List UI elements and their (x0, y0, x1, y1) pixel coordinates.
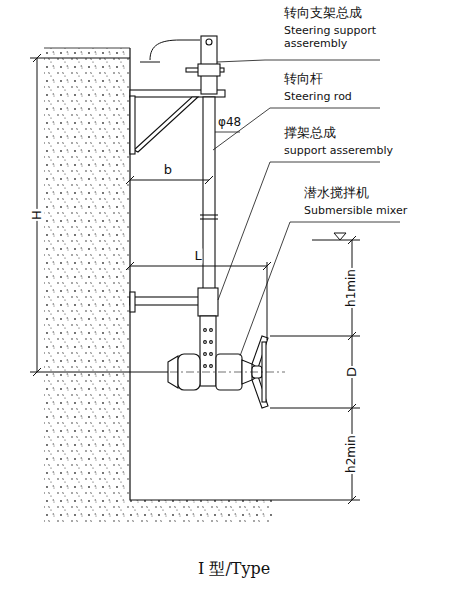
part-label: 转向杆 (284, 72, 323, 87)
depth-dimensions (270, 233, 360, 504)
centre-line (170, 372, 285, 373)
part-label: φ48 (218, 116, 241, 130)
dimension-label: L (193, 249, 202, 264)
dimension-label: D (345, 366, 360, 378)
part-label: 潜水搅拌机 (304, 186, 369, 201)
dimension-label: h2min (345, 434, 359, 474)
cable (140, 40, 200, 62)
dimension-label: H (30, 209, 45, 221)
part-label: 撑架总成 (284, 126, 336, 141)
h-dimension (30, 54, 170, 376)
part-label: Steering rod (284, 91, 352, 104)
part-label: Submersible mixer (304, 205, 407, 218)
b-l-dimensions (126, 176, 271, 340)
concrete-wall (44, 48, 272, 522)
dimension-label: h1min (345, 268, 359, 308)
dimension-label: b (163, 163, 173, 178)
part-label: support asserembly (284, 145, 393, 158)
part-label: Steering support asserembly (284, 25, 394, 50)
figure-caption: I 型/Type (198, 560, 270, 578)
part-label: 转向支架总成 (284, 6, 362, 21)
